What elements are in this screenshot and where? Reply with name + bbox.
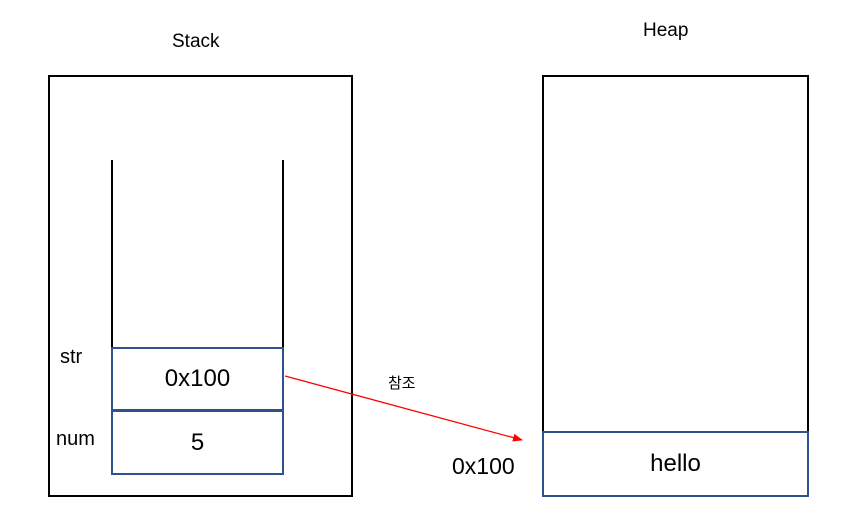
heap-cell-value: hello: [650, 450, 701, 477]
stack-cell-str-value: 0x100: [164, 365, 231, 392]
stack-cell-num: 5: [111, 410, 284, 475]
heap-cell-hello: hello: [542, 431, 809, 497]
reference-arrow-line: [284, 375, 523, 442]
heap-title: Heap: [643, 20, 689, 41]
reference-label: 참조: [388, 374, 416, 392]
heap-address-label: 0x100: [452, 453, 515, 479]
stack-title: Stack: [172, 31, 220, 52]
stack-left-wall: [111, 160, 113, 350]
stack-frame: [48, 75, 353, 497]
stack-cell-str: 0x100: [111, 347, 284, 411]
var-name-num: num: [56, 428, 95, 450]
stack-cell-num-value: 5: [190, 428, 205, 456]
stack-right-wall: [282, 160, 284, 350]
var-name-str: str: [60, 346, 83, 368]
